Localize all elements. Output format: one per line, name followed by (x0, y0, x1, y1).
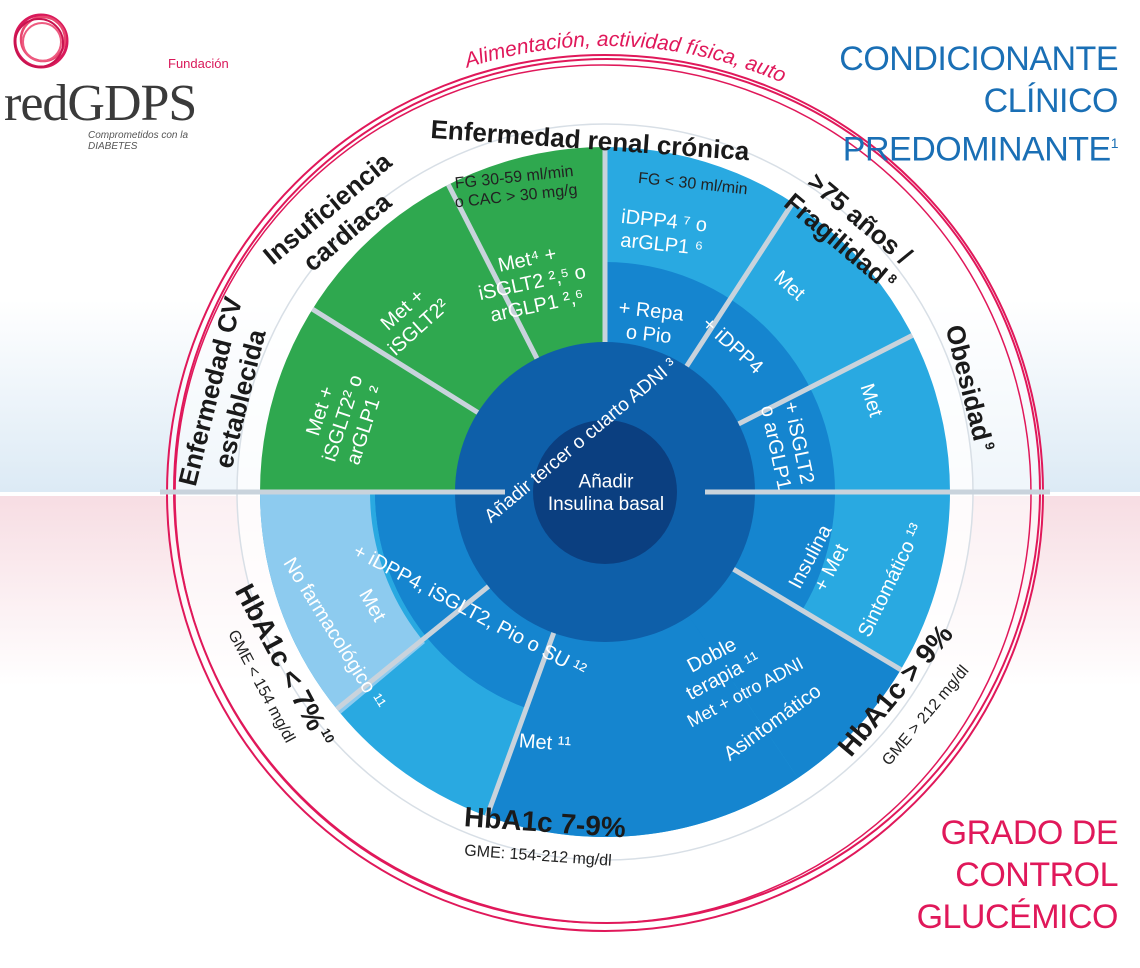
erc2-outer-treatment: iDPP4 ⁷ oarGLP1 ⁶ (618, 206, 708, 260)
top-divider-0 (311, 307, 480, 415)
condicionante-sup: 1 (1110, 135, 1119, 151)
superscript: 9 (981, 437, 998, 451)
superscript: 10 (316, 722, 338, 745)
grado-line-2: CONTROL (955, 856, 1118, 894)
condicionante-line-2: CLÍNICO (983, 82, 1119, 120)
bottom-divider-0 (732, 567, 903, 672)
erc2-inner-treatment: + Repao Pio (615, 297, 685, 349)
erc2-inner-treatment-line-2: o Pio (625, 321, 673, 348)
top-divider-4 (737, 333, 914, 427)
doble-terapia-sector (660, 543, 901, 779)
grado-line-1: GRADO DE (940, 814, 1119, 852)
grado-line-3: GLUCÉMICO (916, 898, 1119, 936)
nofarm-sector (260, 492, 425, 714)
condicionante-line-1: CONDICIONANTE (839, 40, 1118, 78)
blue-top-right-inner (605, 262, 835, 492)
logo: Fundación redGDPS Comprometidos con la D… (0, 8, 240, 152)
grado-label: GRADO DE CONTROL GLUCÉMICO (916, 812, 1119, 938)
basal-insulin-label-line-2: Insulina basal (548, 494, 664, 515)
bottom-divider-1 (484, 632, 557, 818)
top-divider-1 (446, 183, 540, 360)
logo-ring-icon (13, 13, 69, 69)
basal-insulin-label-line-1: Añadir (579, 471, 635, 492)
condicionante-line-3-text: PREDOMINANTE (842, 130, 1111, 169)
top-divider-3 (684, 201, 795, 368)
logo-name-text: redGDPS (4, 75, 197, 132)
logo-foundation-text: Fundación (168, 56, 229, 71)
logo-tagline: Comprometidos con la DIABETES (88, 130, 189, 152)
mid-met-treatment: Met ¹¹ (518, 730, 572, 756)
basal-insulin-disc (533, 420, 677, 564)
condicionante-line-3: PREDOMINANTE1 (839, 122, 1119, 170)
mid-right-sector (487, 574, 798, 837)
condicionante-label: CONDICIONANTE CLÍNICO PREDOMINANTE1 (839, 38, 1118, 170)
mid-met-treatment-line-1: Met ¹¹ (518, 730, 572, 756)
bottom-divider-2 (335, 584, 491, 712)
